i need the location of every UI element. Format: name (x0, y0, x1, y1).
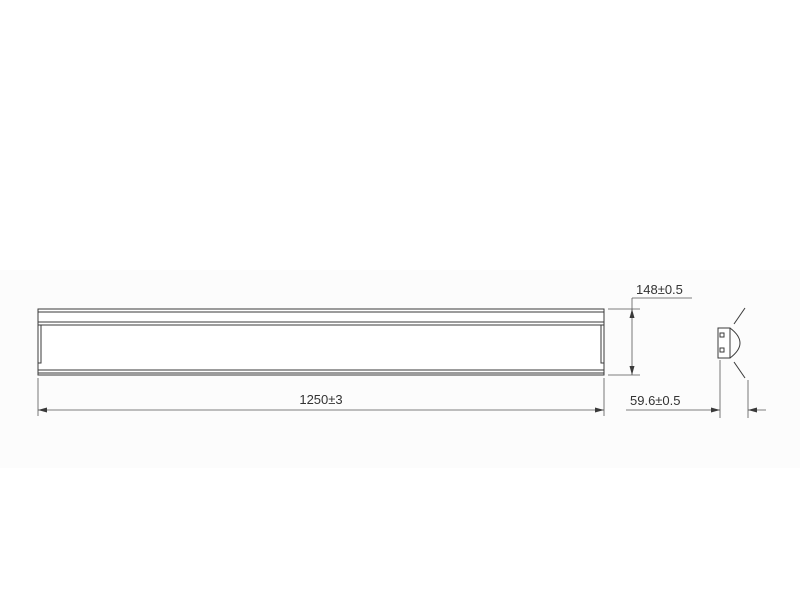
profile-diffuser-curve (729, 327, 741, 359)
fixture-front-view (37, 308, 605, 376)
length-arrow-left (38, 407, 47, 413)
width-label: 148±0.5 (636, 282, 683, 297)
depth-dimension: 59.6±0.5 (626, 360, 766, 418)
left-end-cap (37, 324, 42, 364)
profile-slot-top (719, 332, 725, 338)
depth-label: 59.6±0.5 (630, 393, 681, 408)
profile-wing-bottom (733, 361, 746, 379)
fixture-side-view (717, 307, 746, 379)
width-arrow-top (629, 309, 635, 318)
width-dimension: 148±0.5 (608, 282, 692, 376)
profile-slot-bottom (719, 347, 725, 353)
depth-arrow-right (748, 407, 757, 413)
length-label: 1250±3 (299, 392, 342, 407)
length-arrow-right (595, 407, 604, 413)
depth-arrow-left (711, 407, 720, 413)
fixture-outline (37, 308, 605, 376)
length-dimension: 1250±3 (37, 378, 605, 416)
profile-wing-top (733, 307, 746, 325)
width-arrow-bottom (629, 366, 635, 375)
right-end-cap (600, 324, 605, 364)
